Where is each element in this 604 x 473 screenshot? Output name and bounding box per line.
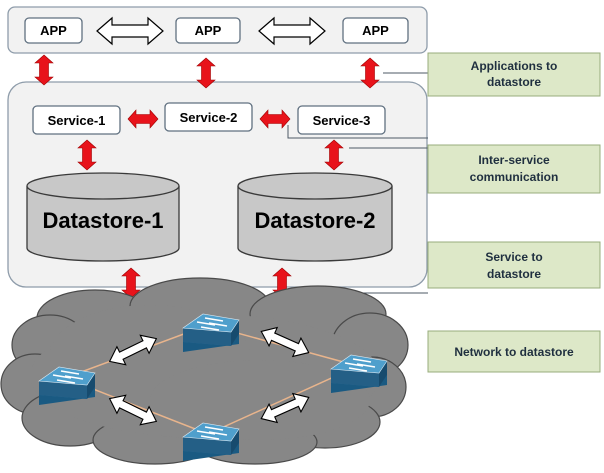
datastore-2[interactable]: Datastore-2 <box>237 172 393 262</box>
database-cylinder-icon <box>26 172 180 200</box>
svg-text:communication: communication <box>470 170 559 184</box>
label-network-to-datastore: Network to datastore <box>427 330 601 373</box>
svg-text:Inter-service: Inter-service <box>478 153 550 167</box>
app-box-3[interactable]: APP <box>342 17 409 44</box>
app-box-1[interactable]: APP <box>24 17 83 44</box>
service-box-3[interactable]: Service-3 <box>297 105 386 135</box>
svg-text:Network to datastore: Network to datastore <box>454 345 574 359</box>
service-label-3: Service-3 <box>313 113 371 128</box>
label-inter-service-communication: Inter-service communication <box>427 144 601 194</box>
label-applications-to-datastore: Applications to datastore <box>427 52 601 97</box>
label-service-to-datastore: Service to datastore <box>427 241 601 289</box>
datastore-label-2: Datastore-2 <box>254 208 375 233</box>
app-to-service-arrow-1-icon <box>34 54 54 86</box>
svg-text:Service to: Service to <box>485 250 542 264</box>
app-label-3: APP <box>362 23 389 38</box>
datastore-1[interactable]: Datastore-1 <box>26 172 180 262</box>
app-label-2: APP <box>195 23 222 38</box>
database-cylinder-icon <box>237 172 393 200</box>
service-box-1[interactable]: Service-1 <box>32 105 121 135</box>
service-box-2[interactable]: Service-2 <box>164 102 253 132</box>
svg-text:datastore: datastore <box>487 267 541 281</box>
app-label-1: APP <box>40 23 67 38</box>
svg-text:Applications to: Applications to <box>471 59 558 73</box>
app-box-2[interactable]: APP <box>175 17 241 44</box>
service-label-2: Service-2 <box>180 110 238 125</box>
service-label-1: Service-1 <box>48 113 106 128</box>
datastore-label-1: Datastore-1 <box>42 208 163 233</box>
svg-text:datastore: datastore <box>487 75 541 89</box>
